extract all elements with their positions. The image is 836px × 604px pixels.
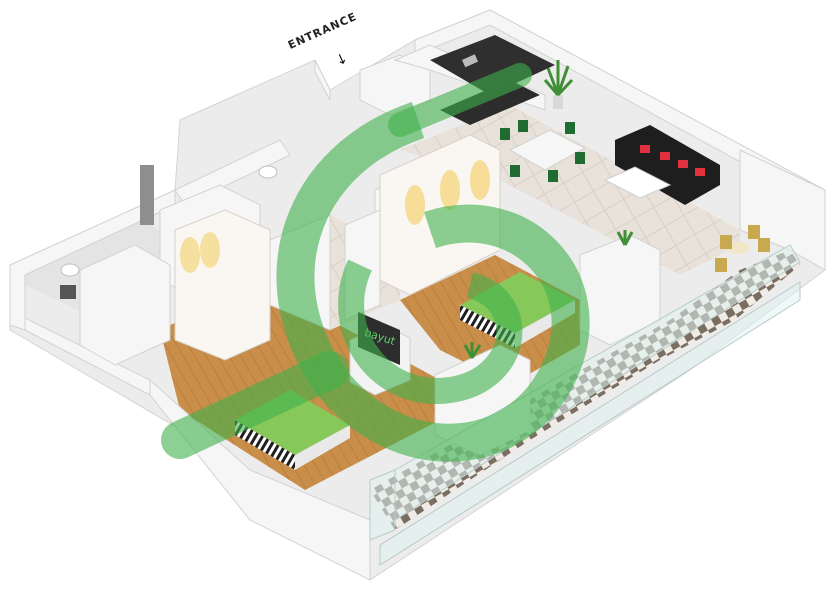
plant-bedroom-2	[463, 342, 482, 359]
dining-table	[500, 120, 587, 182]
plant-kitchen	[543, 60, 574, 109]
bathroom-fixtures	[60, 165, 278, 299]
plant-living	[616, 230, 634, 246]
sofa	[603, 125, 720, 205]
kitchen-counter	[430, 35, 555, 125]
wardrobe-bedroom-1	[174, 209, 271, 361]
watermark	[161, 63, 590, 462]
balcony-furniture	[715, 225, 770, 272]
